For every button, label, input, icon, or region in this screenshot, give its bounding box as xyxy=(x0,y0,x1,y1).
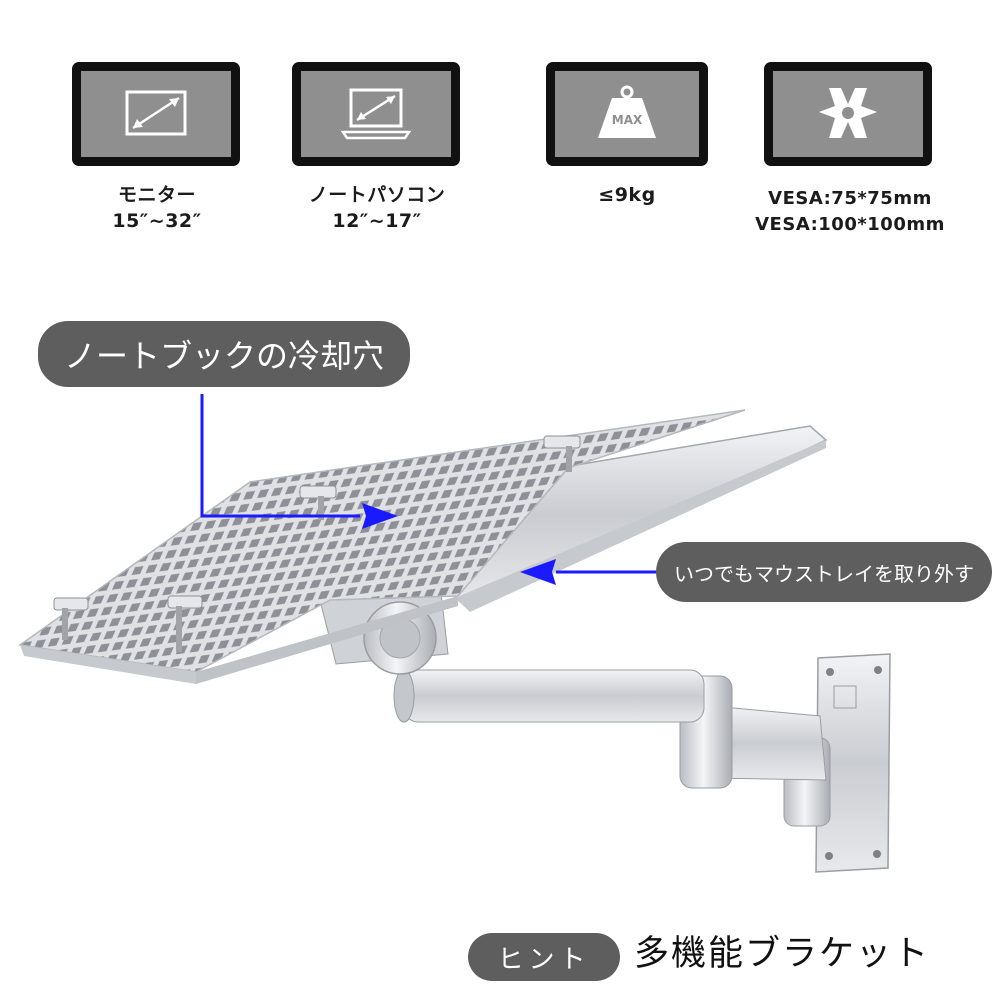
swing-arm xyxy=(393,669,831,827)
monitor-size-icon xyxy=(125,90,187,136)
vesa-mount-icon xyxy=(819,88,877,138)
spec-card-vesa xyxy=(764,62,932,166)
laptop-tray xyxy=(18,409,746,684)
spec-label-vesa: VESA:75*75mm VESA:100*100mm xyxy=(730,186,970,238)
spec-vesa-75: VESA:75*75mm xyxy=(768,188,932,209)
spec-card-weight: MAX xyxy=(546,62,708,166)
product-name: 多機能ブラケット xyxy=(634,934,931,974)
tray-clamps xyxy=(53,435,581,652)
callout-cooling-holes: ノートブックの冷却穴 xyxy=(38,321,410,387)
spec-card-monitor xyxy=(72,62,240,166)
tray-callout-arrow xyxy=(520,559,656,585)
spec-laptop-range: 12″~17″ xyxy=(332,210,422,232)
spec-label-laptop: ノートパソコン 12″~17″ xyxy=(282,182,472,234)
cooling-callout-arrow xyxy=(200,394,398,529)
spec-vesa-100: VESA:100*100mm xyxy=(755,214,945,235)
spec-weight-value: ≤9kg xyxy=(598,184,656,206)
spec-laptop-title: ノートパソコン xyxy=(308,184,446,206)
spec-monitor-range: 15″~32″ xyxy=(112,210,202,232)
spec-card-laptop xyxy=(292,62,460,166)
laptop-size-icon xyxy=(340,88,412,140)
max-weight-icon: MAX xyxy=(598,85,656,138)
hint-badge: ヒント xyxy=(468,933,620,981)
spec-label-monitor: モニター 15″~32″ xyxy=(62,182,252,234)
spec-monitor-title: モニター xyxy=(117,184,196,206)
wall-plate xyxy=(815,653,891,873)
callout-removable-tray: いつでもマウストレイを取り外す xyxy=(656,542,992,602)
spec-label-weight: ≤9kg xyxy=(546,182,708,208)
max-weight-text: MAX xyxy=(612,113,643,127)
